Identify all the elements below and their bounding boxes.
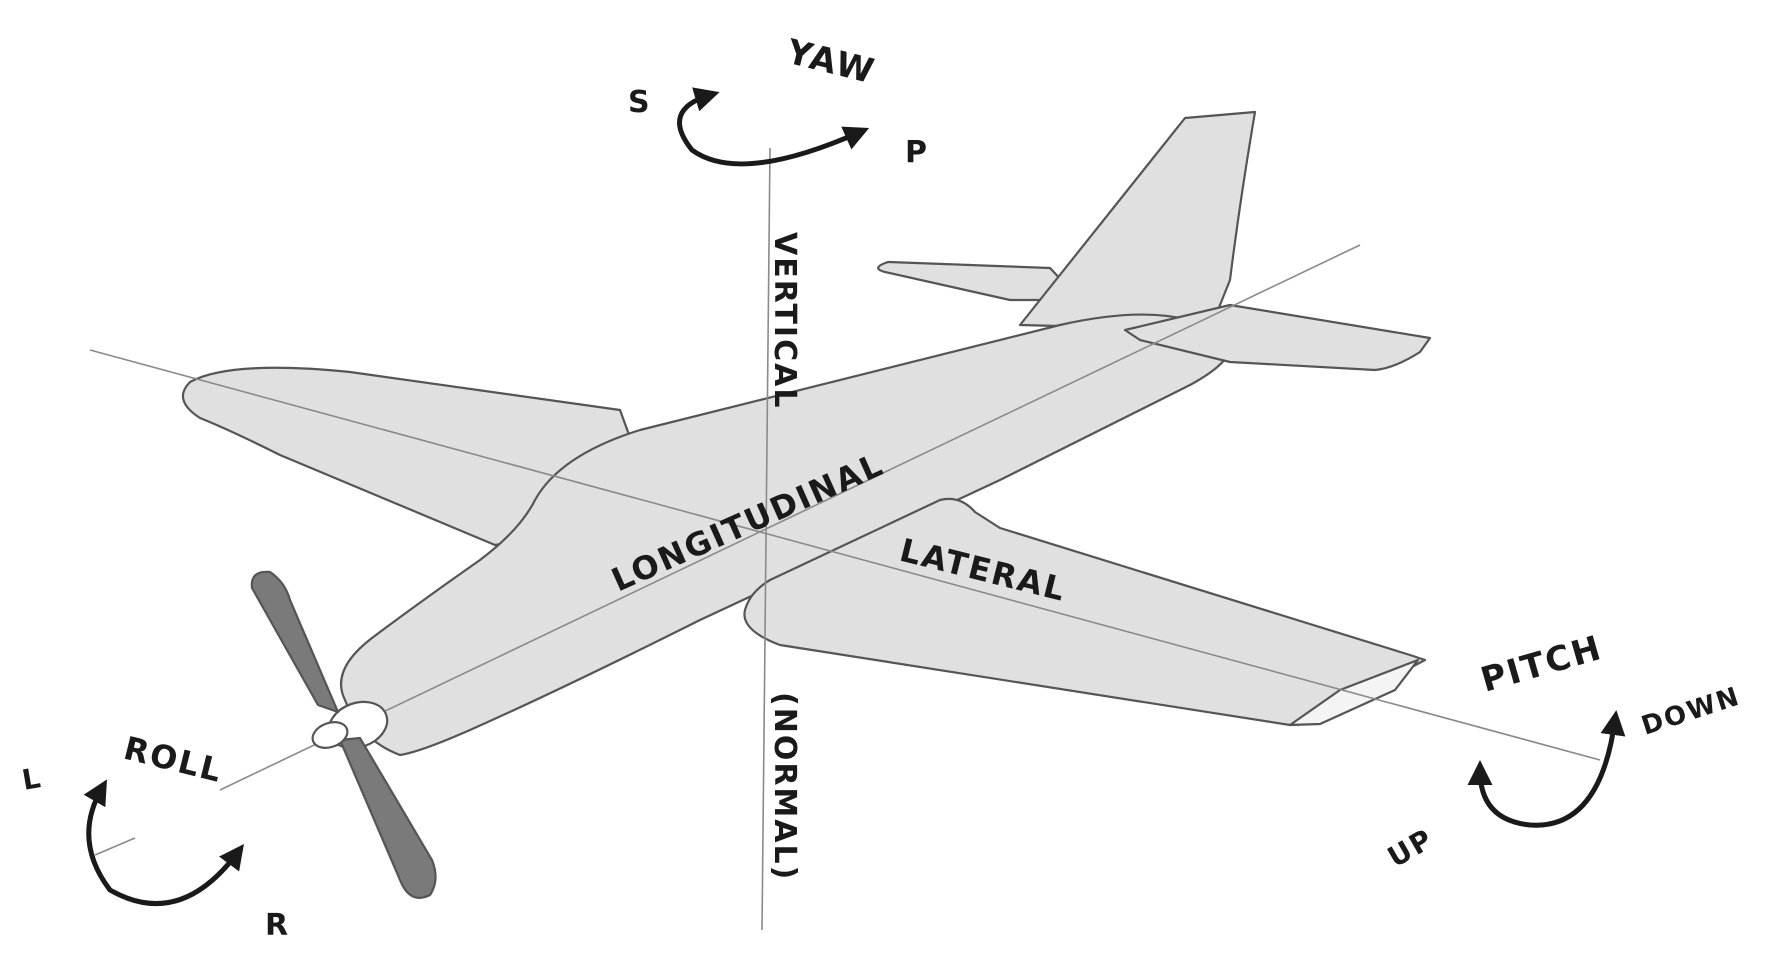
roll-label: ROLL — [120, 729, 227, 790]
pitch-label: PITCH — [1476, 628, 1606, 701]
yaw-rotation-arrow — [677, 87, 870, 167]
pitch-rotation-arrow — [1467, 710, 1626, 828]
pitch-down-label: DOWN — [1638, 682, 1744, 742]
horizontal-stabilizer-left — [877, 260, 1082, 302]
vertical-axis-label: VERTICAL — [767, 232, 802, 409]
propeller-blade-lower — [338, 736, 437, 899]
roll-left-label: L — [19, 761, 44, 797]
vertical-axis-line — [761, 147, 771, 931]
longitudinal-axis-line — [219, 244, 1361, 791]
roll-right-label: R — [265, 908, 290, 943]
yaw-label: YAW — [782, 32, 880, 93]
roll-rotation-arrow — [83, 779, 244, 906]
lateral-axis-line — [89, 349, 1601, 761]
normal-axis-label: (NORMAL) — [767, 692, 802, 881]
pitch-up-label: UP — [1382, 822, 1439, 874]
yaw-left-label: S — [628, 85, 652, 120]
propeller-blade-upper — [250, 570, 340, 714]
propeller-hub — [311, 721, 349, 749]
vertical-fin — [1018, 110, 1257, 332]
yaw-right-label: P — [905, 135, 929, 170]
roll-axis-stub — [94, 837, 136, 856]
